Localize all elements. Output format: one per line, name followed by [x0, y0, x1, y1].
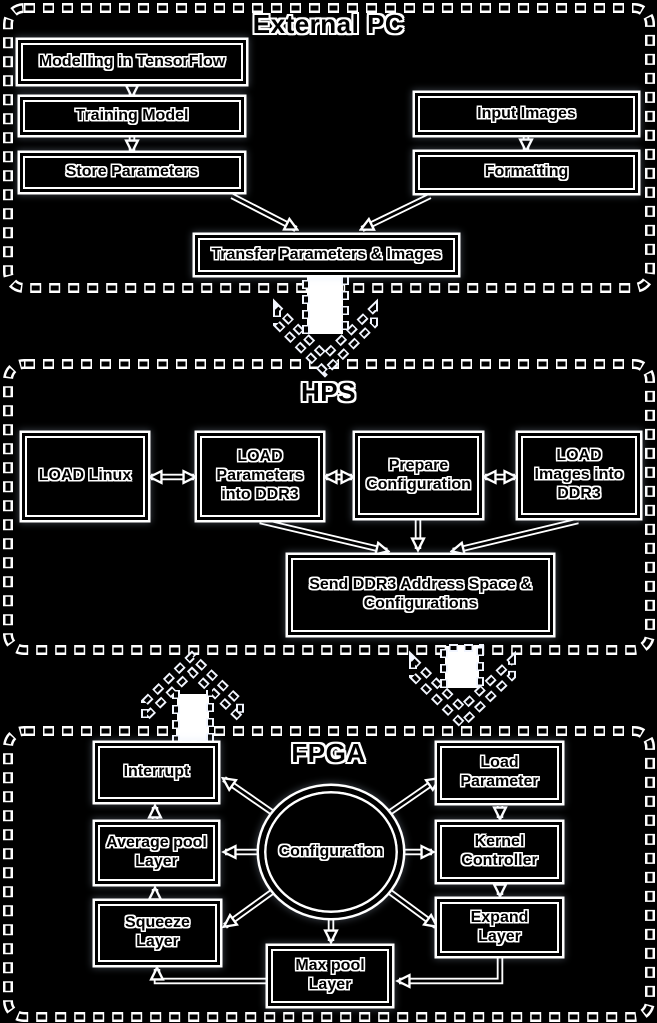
block-arrow-fpga-to-hps [141, 650, 244, 748]
block-arrow-externalpc-to-hps [273, 268, 378, 378]
arrow-loadparameters-to-sendddr3 [259, 517, 387, 551]
node-label: Store Parameters [65, 163, 199, 181]
external-pc-frame [3, 3, 655, 293]
node-label: Configuration [278, 842, 384, 860]
node-label: Interrupt [123, 763, 190, 781]
node-label: Prepare Configuration [366, 456, 471, 493]
node-label: Training Model [75, 106, 189, 124]
node-average-pool-layer: Average pool Layer [95, 822, 218, 884]
block-arrow-hps-to-fpga [409, 644, 516, 730]
node-label: Expand Layer [470, 908, 529, 945]
node-label: Max pool Layer [295, 957, 365, 993]
node-label: LOAD Parameters into DDR3 [216, 448, 304, 503]
arrow-formatting-to-transfer [362, 193, 432, 232]
section-title-external-pc: External PC [252, 9, 405, 39]
node-max-pool-layer: Max pool Layer [268, 946, 392, 1006]
node-store-parameters: Store Parameters [20, 153, 244, 192]
arrow-configuration-to-squeeze [225, 889, 274, 929]
section-title-fpga: FPGA [291, 738, 366, 768]
arrow-maxpool-to-squeeze [157, 969, 268, 985]
node-formatting: Formatting [415, 152, 638, 193]
node-label: Formatting [484, 163, 569, 181]
arrow-store-to-transfer [230, 193, 296, 232]
arrow-configuration-to-loadparameter [387, 776, 438, 816]
node-label: Transfer Parameters & Images [211, 245, 442, 263]
node-expand-layer: Expand Layer [437, 899, 562, 956]
arrow-expand-to-maxpool [399, 956, 504, 981]
node-label: Average pool Layer [106, 834, 207, 870]
arrow-configuration-to-expand [388, 889, 436, 929]
node-load-parameter: Load Parameter [437, 743, 562, 803]
node-prepare-configuration: Prepare Configuration [355, 433, 482, 518]
node-label: Load Parameter [460, 754, 539, 790]
node-configuration: Configuration [259, 786, 403, 918]
node-label: Send DDR3 Address Space & Configurations [309, 576, 532, 612]
node-label: LOAD Images into DDR3 [534, 447, 624, 502]
node-label: LOAD Linux [38, 467, 132, 485]
node-label: Kernel Controller [461, 833, 538, 869]
node-squeeze-layer: Squeeze Layer [95, 901, 220, 965]
section-title-hps: HPS [301, 377, 356, 407]
arrow-loadimages-to-sendddr3 [453, 517, 579, 551]
node-label: Input Images [477, 104, 576, 122]
arrow-configuration-to-interrupt [224, 776, 275, 816]
node-label: Modelling in TensorFlow [38, 52, 226, 70]
fpga-frame [3, 726, 655, 1022]
node-transfer-parameters-images: Transfer Parameters & Images [195, 235, 458, 275]
node-kernel-controller: Kernel Controller [437, 822, 562, 882]
node-load-parameters-into-ddr3: LOAD Parameters into DDR3 [197, 433, 323, 520]
node-interrupt: Interrupt [95, 743, 218, 802]
node-load-linux: LOAD Linux [22, 433, 148, 520]
node-modelling-in-tensorflow: Modelling in TensorFlow [18, 40, 246, 84]
node-load-images-into-ddr3: LOAD Images into DDR3 [518, 433, 640, 518]
node-label: Squeeze Layer [125, 914, 190, 950]
node-send-ddr3-address-space: Send DDR3 Address Space & Configurations [288, 555, 553, 635]
node-input-images: Input Images [415, 93, 638, 135]
node-training-model: Training Model [20, 97, 244, 135]
